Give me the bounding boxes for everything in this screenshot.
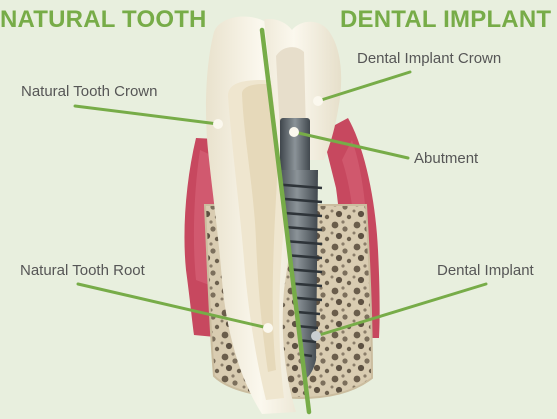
heading-dental-implant: DENTAL IMPLANT (340, 6, 551, 34)
label-natural-tooth-crown: Natural Tooth Crown (21, 83, 157, 101)
label-dental-implant-crown: Dental Implant Crown (357, 50, 501, 68)
label-dental-implant: Dental Implant (437, 262, 534, 280)
abutment (280, 118, 310, 174)
heading-natural-tooth: NATURAL TOOTH (0, 6, 207, 34)
leader-natural-tooth-crown (75, 106, 218, 124)
label-natural-tooth-root: Natural Tooth Root (20, 262, 145, 280)
label-abutment: Abutment (414, 150, 478, 168)
